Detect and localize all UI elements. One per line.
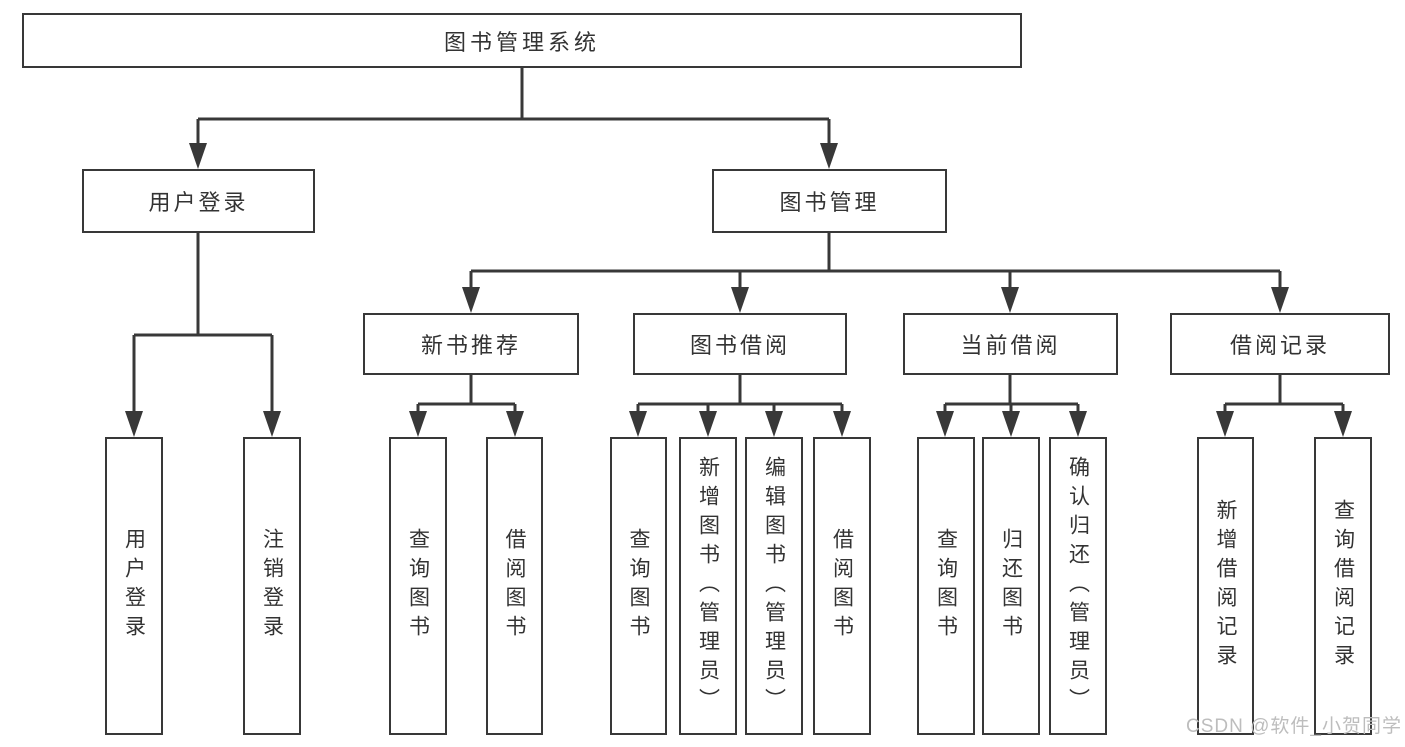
node-label: 查询借阅记录 xyxy=(1331,499,1355,673)
leaf-bb-borrow-books: 借阅图书 xyxy=(813,437,871,735)
leaf-user-login: 用户登录 xyxy=(105,437,163,735)
leaf-cb-return-books: 归还图书 xyxy=(982,437,1040,735)
node-label: 图书管理系统 xyxy=(443,29,600,55)
leaf-bb-edit-books-admin: 编辑图书（管理员） xyxy=(745,437,803,735)
arrowheads xyxy=(125,143,1352,437)
leaf-br-add-record: 新增借阅记录 xyxy=(1197,437,1254,735)
node-label: 图书借阅 xyxy=(689,333,790,358)
node-book-borrowing: 图书借阅 xyxy=(633,313,847,375)
leaf-bb-add-books-admin: 新增图书（管理员） xyxy=(679,437,737,735)
node-label: 注销登录 xyxy=(260,528,284,644)
node-book-management: 图书管理 xyxy=(712,169,947,233)
node-label: 新书推荐 xyxy=(420,333,521,358)
node-user-login-branch: 用户登录 xyxy=(82,169,315,233)
node-label: 借阅图书 xyxy=(830,528,854,644)
node-label: 新增图书（管理员） xyxy=(696,455,720,717)
node-label: 用户登录 xyxy=(148,190,249,215)
node-label: 归还图书 xyxy=(999,528,1023,644)
node-label: 新增借阅记录 xyxy=(1214,499,1238,673)
leaf-nbr-borrow-books: 借阅图书 xyxy=(486,437,543,735)
node-label: 当前借阅 xyxy=(960,333,1061,358)
node-label: 借阅记录 xyxy=(1229,333,1330,358)
node-current-borrowing: 当前借阅 xyxy=(903,313,1118,375)
node-root: 图书管理系统 xyxy=(22,13,1022,68)
leaf-cb-query-books: 查询图书 xyxy=(917,437,975,735)
node-label: 查询图书 xyxy=(627,528,651,644)
node-label: 查询图书 xyxy=(406,528,430,644)
node-borrow-records: 借阅记录 xyxy=(1170,313,1390,375)
node-label: 查询图书 xyxy=(934,528,958,644)
node-label: 编辑图书（管理员） xyxy=(762,455,786,717)
node-new-book-recommend: 新书推荐 xyxy=(363,313,579,375)
node-label: 确认归还（管理员） xyxy=(1066,455,1090,717)
leaf-nbr-query-books: 查询图书 xyxy=(389,437,447,735)
leaf-logout: 注销登录 xyxy=(243,437,301,735)
leaf-cb-confirm-return-admin: 确认归还（管理员） xyxy=(1049,437,1107,735)
watermark: CSDN @软件_小贺同学 xyxy=(1186,716,1402,737)
node-label: 借阅图书 xyxy=(503,528,527,644)
leaf-br-query-record: 查询借阅记录 xyxy=(1314,437,1372,735)
node-label: 用户登录 xyxy=(122,528,146,644)
node-label: 图书管理 xyxy=(779,190,880,215)
leaf-bb-query-books: 查询图书 xyxy=(610,437,667,735)
